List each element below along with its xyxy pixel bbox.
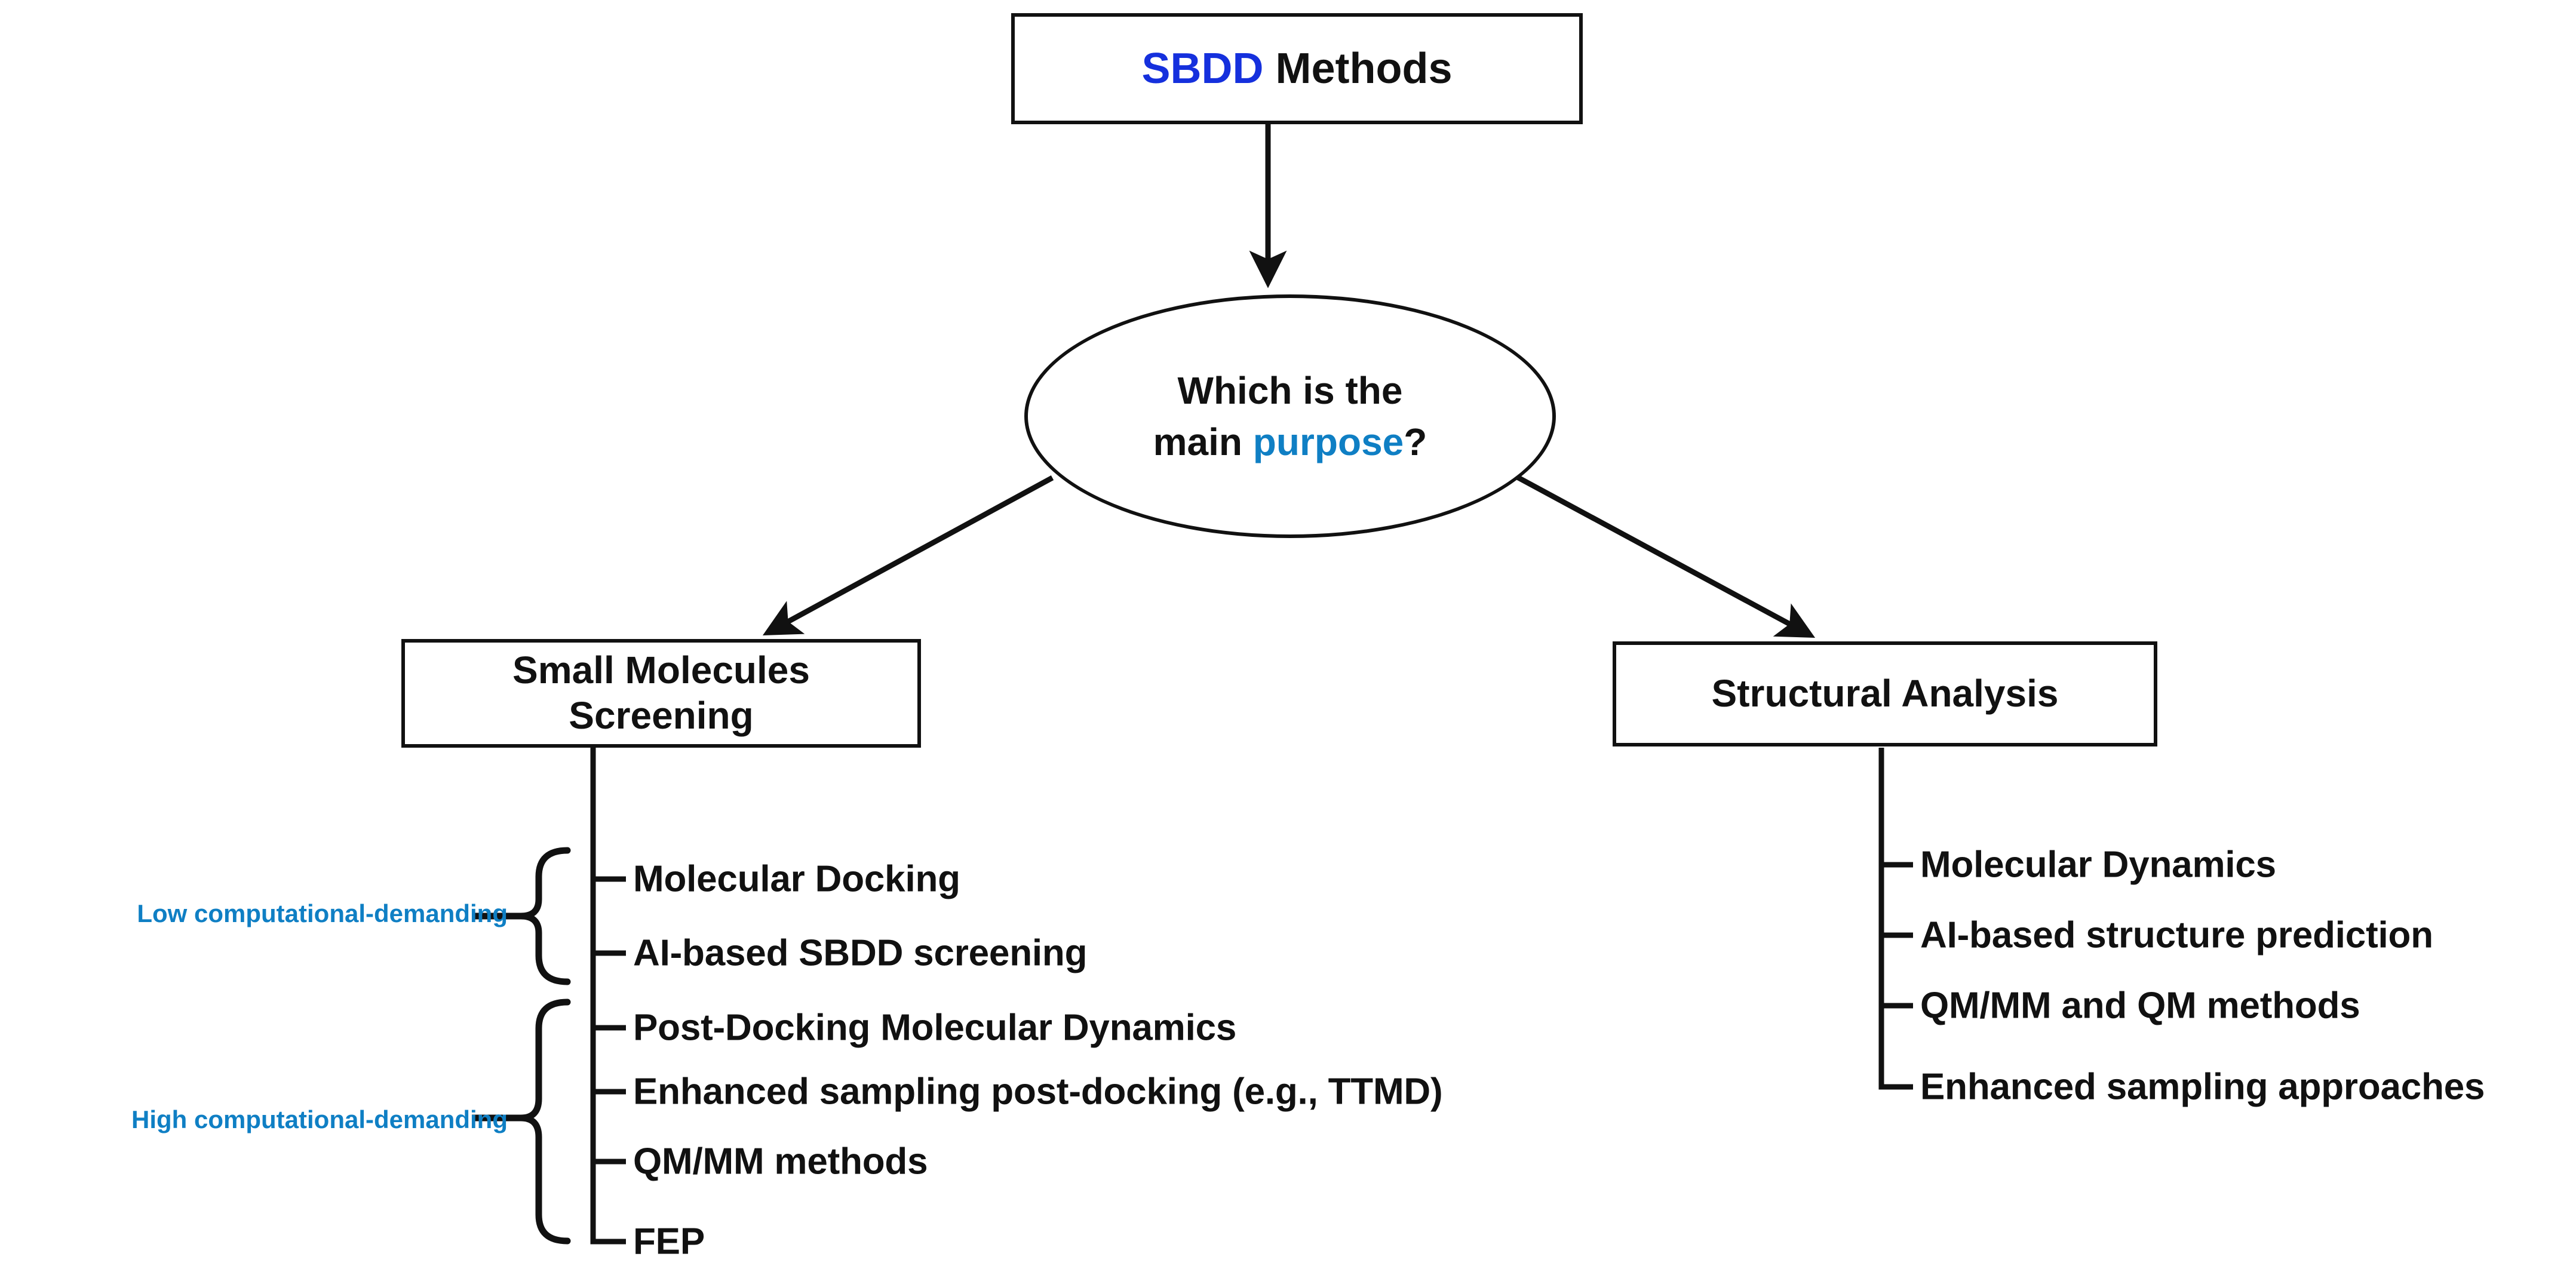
- node-structural-analysis[interactable]: Structural Analysis: [1613, 641, 2157, 746]
- left-list-spine: [590, 748, 626, 1245]
- list-item-left-3: Post-Docking Molecular Dynamics: [633, 1007, 1237, 1049]
- edge-decision-to-small-molecules: [762, 475, 1054, 636]
- node-sbdd-methods[interactable]: SBDD Methods: [1011, 13, 1583, 124]
- small-molecules-line-2: Screening: [569, 694, 754, 737]
- list-item-left-6: FEP: [633, 1221, 705, 1262]
- decision-line-2-accent: purpose: [1252, 420, 1404, 463]
- right-list-spine: [1878, 748, 1913, 1090]
- group-label-high-computational-demanding: High computational-demanding: [131, 1105, 508, 1133]
- list-item-left-2: AI-based SBDD screening: [633, 932, 1088, 974]
- decision-line-2-pre: main: [1153, 420, 1253, 463]
- decision-line-1: Which is the: [1177, 368, 1403, 412]
- list-item-left-4: Enhanced sampling post-docking (e.g., TT…: [633, 1071, 1443, 1113]
- list-item-right-4: Enhanced sampling approaches: [1920, 1066, 2485, 1108]
- list-item-left-5: QM/MM methods: [633, 1141, 928, 1182]
- node-sbdd-methods-label: SBDD Methods: [1142, 44, 1453, 94]
- list-item-left-1: Molecular Docking: [633, 858, 960, 900]
- group-label-low-computational-demanding: Low computational-demanding: [137, 899, 508, 927]
- node-decision-main-purpose[interactable]: Which is the main purpose?: [1024, 294, 1556, 538]
- node-decision-label: Which is the main purpose?: [1153, 365, 1427, 468]
- brace-low-computational: [520, 847, 571, 985]
- decision-line-2-post: ?: [1404, 420, 1427, 463]
- list-item-right-3: QM/MM and QM methods: [1920, 985, 2360, 1027]
- node-structural-analysis-label: Structural Analysis: [1711, 672, 2059, 715]
- node-sbdd-methods-accent: SBDD: [1141, 44, 1264, 93]
- list-item-right-1: Molecular Dynamics: [1920, 844, 2276, 886]
- node-sbdd-methods-rest: Methods: [1263, 44, 1453, 93]
- list-item-right-2: AI-based structure prediction: [1920, 914, 2433, 956]
- brace-high-computational: [520, 999, 571, 1245]
- edge-decision-to-structural-analysis: [1503, 468, 1816, 638]
- small-molecules-line-1: Small Molecules: [512, 649, 810, 692]
